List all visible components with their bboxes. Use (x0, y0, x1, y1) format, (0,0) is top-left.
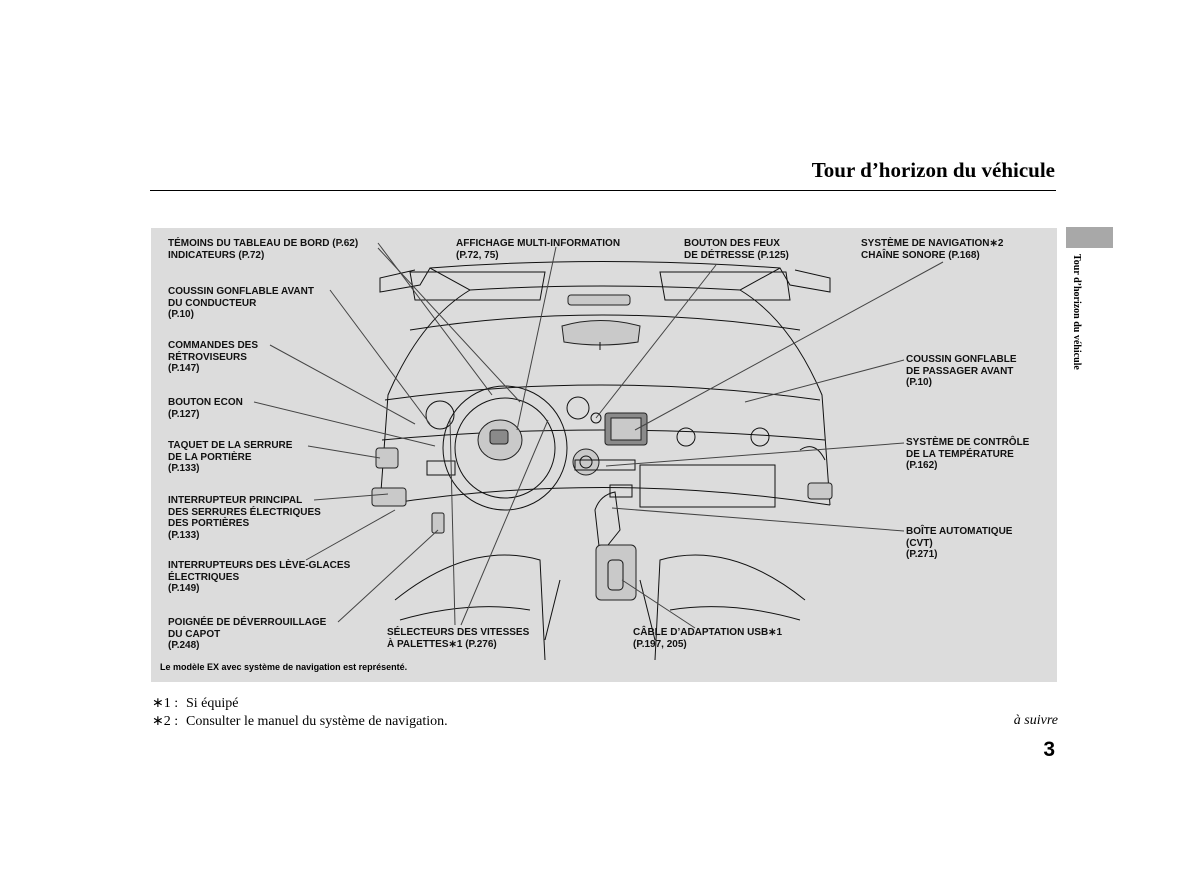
leader-lines (253, 242, 944, 629)
callout-line: (P.127) (168, 408, 200, 420)
callout-line: SYSTÈME DE CONTRÔLE (906, 437, 1030, 448)
callout-line: DU CONDUCTEUR (168, 297, 257, 309)
car-interior-drawing (371, 261, 833, 661)
callout-line: ÉLECTRIQUES (168, 571, 240, 583)
callout-selecteurs-vitesses: SÉLECTEURS DES VITESSES À PALETTES∗1 (P.… (387, 627, 529, 650)
callout-cable-usb: CÂBLE D’ADAPTATION USB∗1 (P.197, 205) (633, 627, 782, 650)
callout-line: DE LA TEMPÉRATURE (906, 448, 1014, 460)
callout-controle-temperature: SYSTÈME DE CONTRÔLE DE LA TEMPÉRATURE (P… (906, 437, 1029, 472)
footnote-marker: ∗2 : (152, 714, 179, 729)
callout-line: (P.133) (168, 529, 200, 541)
callout-boite-automatique: BOÎTE AUTOMATIQUE (CVT) (P.271) (906, 526, 1012, 561)
callout-coussin-conducteur: COUSSIN GONFLABLE AVANT DU CONDUCTEUR (P… (168, 286, 314, 321)
callout-line: DE DÉTRESSE (P.125) (684, 249, 789, 261)
callout-line: TÉMOINS DU TABLEAU DE BORD (P.62) (168, 238, 359, 249)
callout-line: DU CAPOT (168, 628, 221, 640)
callout-leve-glaces: INTERRUPTEURS DES LÈVE-GLACES ÉLECTRIQUE… (168, 560, 350, 595)
footnote-1: ∗1 : Si équipé (152, 695, 239, 712)
callout-bouton-econ: BOUTON ECON (P.127) (168, 397, 243, 420)
callout-line: SÉLECTEURS DES VITESSES (387, 627, 530, 638)
figure-caption: Le modèle EX avec système de navigation … (160, 662, 408, 672)
callout-line: (P.271) (906, 549, 938, 560)
callout-commandes-retroviseurs: COMMANDES DES RÉTROVISEURS (P.147) (168, 340, 258, 375)
callout-line: (P.10) (168, 309, 194, 320)
callout-line: CHAÎNE SONORE (P.168) (861, 249, 980, 261)
callout-line: COUSSIN GONFLABLE (906, 354, 1017, 365)
callout-line: COMMANDES DES (168, 340, 259, 351)
page-title: Tour d’horizon du véhicule (811, 158, 1055, 182)
callout-line: BOUTON DES FEUX (684, 238, 780, 249)
callout-affichage-multi-information: AFFICHAGE MULTI-INFORMATION (P.72, 75) (456, 238, 620, 261)
callout-line: COUSSIN GONFLABLE AVANT (168, 286, 314, 297)
callout-line: À PALETTES∗1 (P.276) (387, 638, 497, 650)
callout-line: BOÎTE AUTOMATIQUE (906, 526, 1013, 537)
callout-line: (P.162) (906, 460, 938, 471)
footnote-2: ∗2 : Consulter le manuel du système de na… (152, 713, 448, 730)
callout-line: TAQUET DE LA SERRURE (168, 440, 293, 451)
callout-coussin-passager: COUSSIN GONFLABLE DE PASSAGER AVANT (P.1… (906, 354, 1017, 389)
section-side-label: Tour d’horizon du véhicule (1071, 254, 1082, 370)
callout-line: INDICATEURS (P.72) (168, 249, 265, 261)
callout-line: (P.147) (168, 363, 200, 374)
callout-line: (P.72, 75) (456, 249, 499, 261)
callout-line: (P.133) (168, 463, 200, 474)
page-number: 3 (1043, 738, 1055, 761)
callout-line: (CVT) (906, 537, 933, 549)
callout-line: (P.149) (168, 583, 200, 594)
callout-line: DES PORTIÈRES (168, 518, 250, 529)
callout-line: DES SERRURES ÉLECTRIQUES (168, 506, 321, 518)
callout-line: (P.197, 205) (633, 638, 687, 650)
callout-taquet-serrure: TAQUET DE LA SERRURE DE LA PORTIÈRE (P.1… (168, 440, 292, 475)
footnote-text: Si équipé (186, 696, 239, 711)
callout-line: POIGNÉE DE DÉVERROUILLAGE (168, 617, 327, 628)
footnote-text: Consulter le manuel du système de naviga… (186, 714, 448, 729)
callout-interrupteur-principal: INTERRUPTEUR PRINCIPAL DES SERRURES ÉLEC… (168, 495, 321, 541)
callout-line: (P.248) (168, 640, 200, 651)
callout-line: CÂBLE D’ADAPTATION USB∗1 (633, 627, 783, 638)
callout-line: AFFICHAGE MULTI-INFORMATION (456, 238, 621, 249)
callout-line: RÉTROVISEURS (168, 351, 247, 363)
continue-label: à suivre (1013, 713, 1058, 728)
callout-line: (P.10) (906, 377, 932, 388)
callout-poignee-capot: POIGNÉE DE DÉVERROUILLAGE DU CAPOT (P.24… (168, 617, 326, 652)
callout-navigation-chaine-sonore: SYSTÈME DE NAVIGATION∗2 CHAÎNE SONORE (P… (861, 238, 1003, 261)
section-tab (1066, 227, 1113, 248)
title-rule (150, 190, 1056, 191)
callout-temoins-indicateurs: TÉMOINS DU TABLEAU DE BORD (P.62) INDICA… (168, 238, 358, 261)
callout-feux-detresse: BOUTON DES FEUX DE DÉTRESSE (P.125) (684, 238, 789, 261)
callout-line: BOUTON ECON (168, 397, 243, 408)
callout-line: SYSTÈME DE NAVIGATION∗2 (861, 238, 1004, 249)
callout-line: DE LA PORTIÈRE (168, 451, 252, 463)
callout-line: DE PASSAGER AVANT (906, 365, 1014, 377)
callout-line: INTERRUPTEUR PRINCIPAL (168, 495, 303, 506)
callout-line: INTERRUPTEURS DES LÈVE-GLACES (168, 560, 351, 571)
footnote-marker: ∗1 : (152, 696, 179, 711)
